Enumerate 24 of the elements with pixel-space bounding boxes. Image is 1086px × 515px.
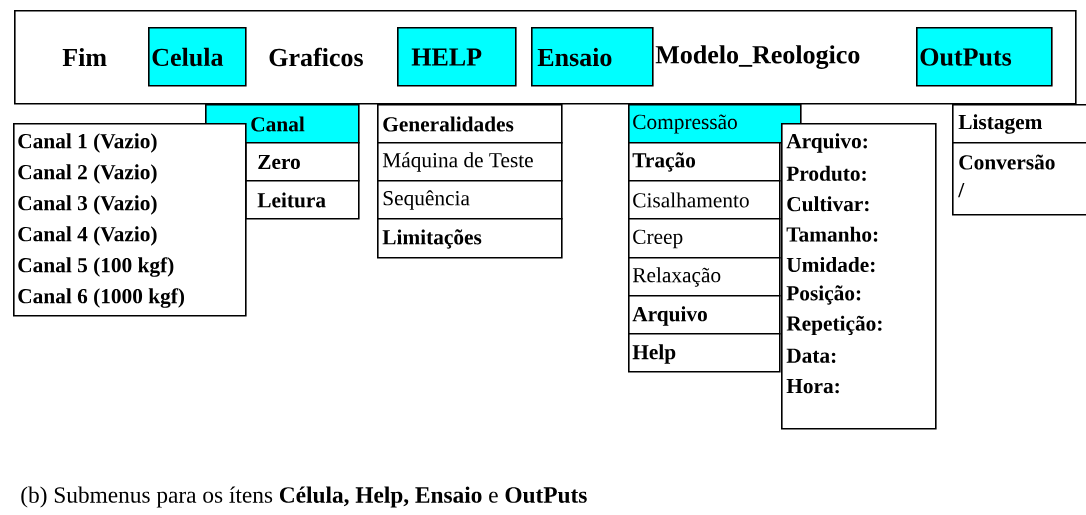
submenu-item: Relaxação — [628, 257, 781, 297]
submenu-item: Creep — [628, 218, 781, 259]
info-popup-menu: Arquivo: Produto: Cultivar: Tamanho: Umidade: Posição: Repetição: Data: Hora: — [781, 123, 937, 430]
menu-item: HELP — [397, 27, 517, 87]
submenu-item: Conversão / — [952, 142, 1086, 216]
submenu-item: Tração — [628, 142, 781, 182]
menu-item: Modelo_Reologico — [655, 45, 860, 69]
submenu-item: Limitações — [377, 218, 563, 259]
submenu-item: Help — [628, 333, 781, 373]
submenu-item: Máquina de Teste — [377, 142, 563, 182]
submenu-item: Sequência — [377, 180, 563, 220]
menu-item: OutPuts — [916, 27, 1053, 87]
submenu-item: Generalidades — [377, 104, 563, 144]
menu-item: Ensaio — [531, 27, 654, 87]
menu-item: Fim — [62, 48, 107, 66]
menu-item: Graficos — [269, 47, 363, 67]
submenu-item: Arquivo — [628, 295, 781, 335]
menu-item: Celula — [148, 27, 247, 87]
submenu-item: Cisalhamento — [628, 180, 781, 220]
caption: (b) Submenus para os ítens Célula, Help, Ensaio e OutPuts — [21, 486, 587, 508]
submenu-item: Zero — [245, 142, 360, 182]
channel-list: Canal 1 (Vazio) Canal 2 (Vazio) Canal 3 (Vazio) Canal 4 (Vazio) Canal 5 (100 kgf) Canal 6 (1000 kgf) — [13, 123, 247, 317]
submenu-item: Listagem — [952, 104, 1086, 144]
submenu-item: Leitura — [245, 180, 360, 220]
